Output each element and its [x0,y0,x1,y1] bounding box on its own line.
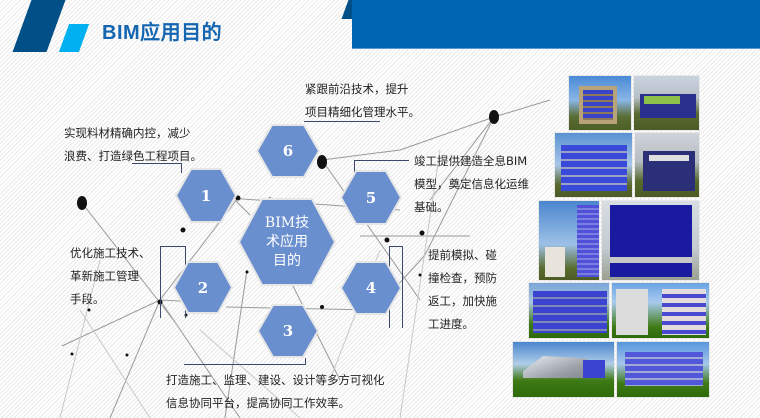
purpose-1-text: 实现料材精确内控，减少 浪费、打造绿色工程项目。 [64,126,202,163]
building-render-1 [568,75,632,131]
hex-5: 5 [340,170,402,225]
building-render-2 [633,75,700,131]
hex-3: 3 [257,304,319,358]
page-title: BIM应用目的 [102,22,223,44]
hex-5-label: 5 [365,188,377,207]
bracket-5 [354,160,409,174]
building-render-7 [528,282,610,339]
hex-center-label: BIM技 术应用 目的 [264,214,310,269]
hex-2-label: 2 [197,278,209,297]
hex-4: 4 [340,261,402,315]
building-render-3 [554,132,633,198]
hex-3-label: 3 [282,322,294,340]
purpose-2-text: 优化施工技术、 革新施工管理 手段。 [70,246,151,306]
hex-6-label: 6 [282,142,294,160]
bracket-1 [132,163,182,173]
header-bar [352,0,760,49]
bracket-6 [304,121,380,125]
building-render-8 [611,282,710,339]
bracket-3 [184,358,306,365]
purpose-3-text: 打造施工、监理、建设、设计等多方可视化 信息协同平台，提高协同工作效率。 [166,373,385,410]
hex-4-label: 4 [365,279,377,297]
hex-2: 2 [173,261,233,314]
purpose-5-text: 竣工提供建造全息BIM 模型，奠定信息化运维 基础。 [414,154,529,214]
hex-1-label: 1 [200,186,212,205]
hex-1: 1 [175,168,237,223]
hex-center: BIM技 术应用 目的 [238,198,336,286]
building-render-6 [601,200,700,281]
building-render-5 [538,200,600,281]
hex-6: 6 [256,124,320,178]
building-render-9 [512,341,615,398]
building-render-4 [634,132,700,198]
purpose-4-text: 提前模拟、碰 撞检查，预防 返工，加快施 工进度。 [428,248,497,331]
purpose-6-text: 紧跟前沿技术，提升 项目精细化管理水平。 [305,82,420,119]
building-render-10 [616,341,710,398]
